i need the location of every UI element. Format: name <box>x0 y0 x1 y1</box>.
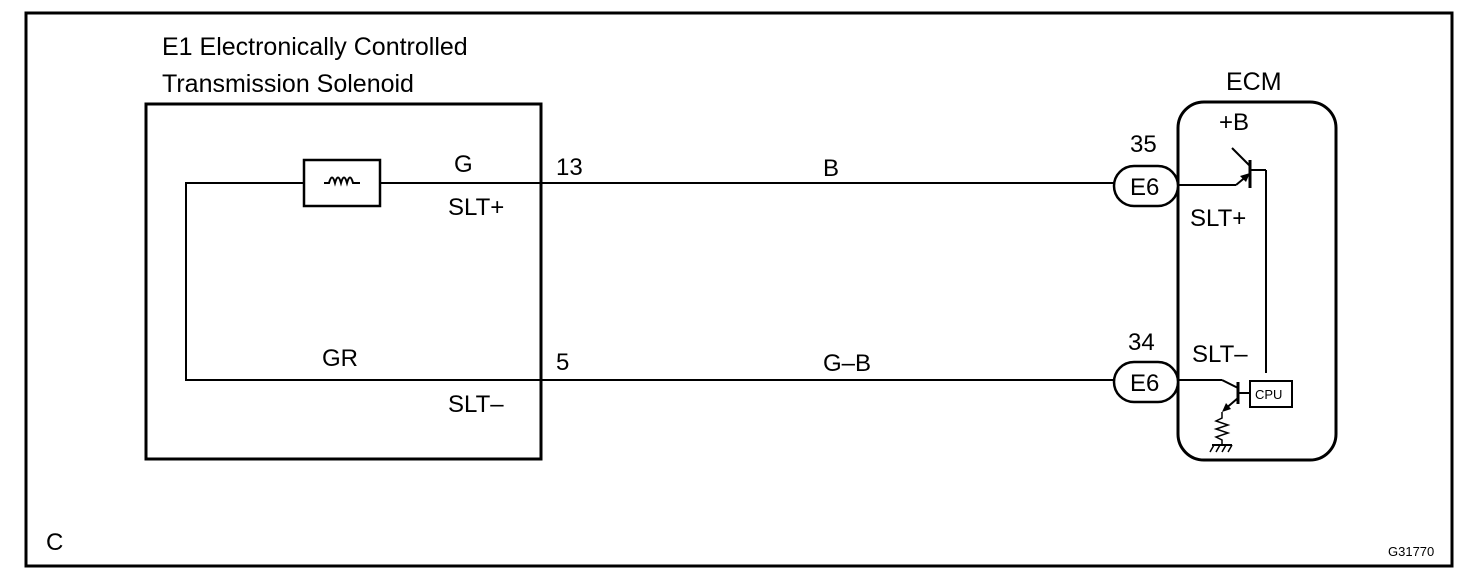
solenoid-coil-icon <box>302 158 382 208</box>
solenoid-wire-bottom-color: GR <box>322 345 358 372</box>
ecm-connector-top-pin: 35 <box>1130 131 1157 158</box>
ecm-low-side-transistor-icon <box>1178 379 1250 412</box>
ecm-connector-bottom-pin: 34 <box>1128 329 1155 356</box>
harness-wire-bottom-color: G–B <box>823 350 871 377</box>
solenoid-pin-bottom: 5 <box>556 349 569 376</box>
ecm-resistor-icon <box>1213 412 1231 444</box>
ecm-cpu-box <box>1249 380 1293 408</box>
corner-label: C <box>46 529 63 556</box>
solenoid-wire-bottom-signal: SLT– <box>448 391 504 418</box>
ecm-title: ECM <box>1226 68 1282 96</box>
solenoid-internal-wire <box>185 182 541 381</box>
solenoid-pin-top: 13 <box>556 154 583 181</box>
solenoid-title-line2: Transmission Solenoid <box>162 70 414 98</box>
solenoid-wire-top-signal: SLT+ <box>448 194 504 221</box>
ecm-cpu-label: CPU <box>1255 387 1282 402</box>
ecm-power-label: +B <box>1219 109 1249 136</box>
figure-code: G31770 <box>1388 544 1434 559</box>
diagram-frame <box>24 11 1454 568</box>
solenoid-wire-top-color: G <box>454 151 473 178</box>
ecm-connector-bottom-label: E6 <box>1130 370 1159 397</box>
ground-icon <box>1209 444 1233 453</box>
ecm-box <box>1176 100 1338 462</box>
ecm-connector-bottom <box>1112 360 1180 404</box>
ecm-signal-top: SLT+ <box>1190 205 1246 232</box>
solenoid-box <box>144 102 543 461</box>
solenoid-title-line1: E1 Electronically Controlled <box>162 33 468 61</box>
harness-wire-top-color: B <box>823 155 839 182</box>
ecm-connector-top-label: E6 <box>1130 174 1159 201</box>
ecm-signal-bottom: SLT– <box>1192 341 1248 368</box>
ecm-high-side-transistor-icon <box>1178 147 1267 373</box>
